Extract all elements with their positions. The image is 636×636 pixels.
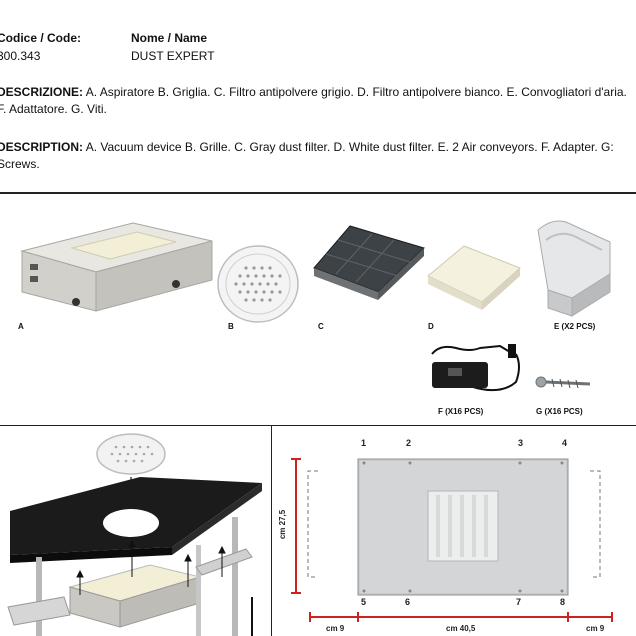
code-label: Codice / Code: [0,31,82,45]
part-label-e: E (X2 PCS) [554,322,596,331]
name-label: Nome / Name [131,31,208,45]
part-label-a: A [18,322,24,331]
part-label-d: D [428,322,434,331]
part-label-b: B [228,322,234,331]
screw-image [535,376,591,389]
description-english-text: A. Vacuum device B. Grille. C. Gray dust… [0,140,614,171]
point-4: 4 [562,438,568,448]
description-italian-label: DESCRIZIONE: [0,85,84,99]
dim-height-label: cm 27,5 [278,509,288,540]
divider-top [0,192,636,194]
point-6: 6 [405,597,411,607]
point-2: 2 [406,438,412,448]
description-italian: DESCRIZIONE: A. Aspiratore B. Griglia. C… [0,84,627,118]
divider-vertical [271,425,272,636]
air-conveyor-image [537,220,611,317]
point-1: 1 [361,438,367,448]
dim-right-label: cm 9 [586,624,605,633]
gray-filter-image [313,225,425,300]
point-5: 5 [361,597,367,607]
dimensions-diagram [291,458,613,622]
parts-illustrations [20,220,611,392]
name-value: DUST EXPERT [131,49,215,63]
installation-illustration [7,433,262,636]
grille-image [217,245,299,323]
point-8: 8 [560,597,566,607]
point-7: 7 [516,597,522,607]
part-label-g: G (X16 PCS) [536,407,583,416]
dim-center-label: cm 40,5 [446,624,476,633]
description-italian-text: A. Aspiratore B. Griglia. C. Filtro anti… [0,85,627,116]
part-label-c: C [318,322,324,331]
vacuum-device-image [20,222,213,312]
point-3: 3 [518,438,524,448]
description-english: DESCRIPTION: A. Vacuum device B. Grille.… [0,139,627,173]
adapter-image [431,344,520,392]
divider-middle [0,425,636,426]
description-english-label: DESCRIPTION: [0,140,84,154]
code-value: 300.343 [0,49,41,63]
part-label-f: F (X16 PCS) [438,407,484,416]
dim-left-label: cm 9 [326,624,345,633]
white-filter-image [427,245,521,310]
